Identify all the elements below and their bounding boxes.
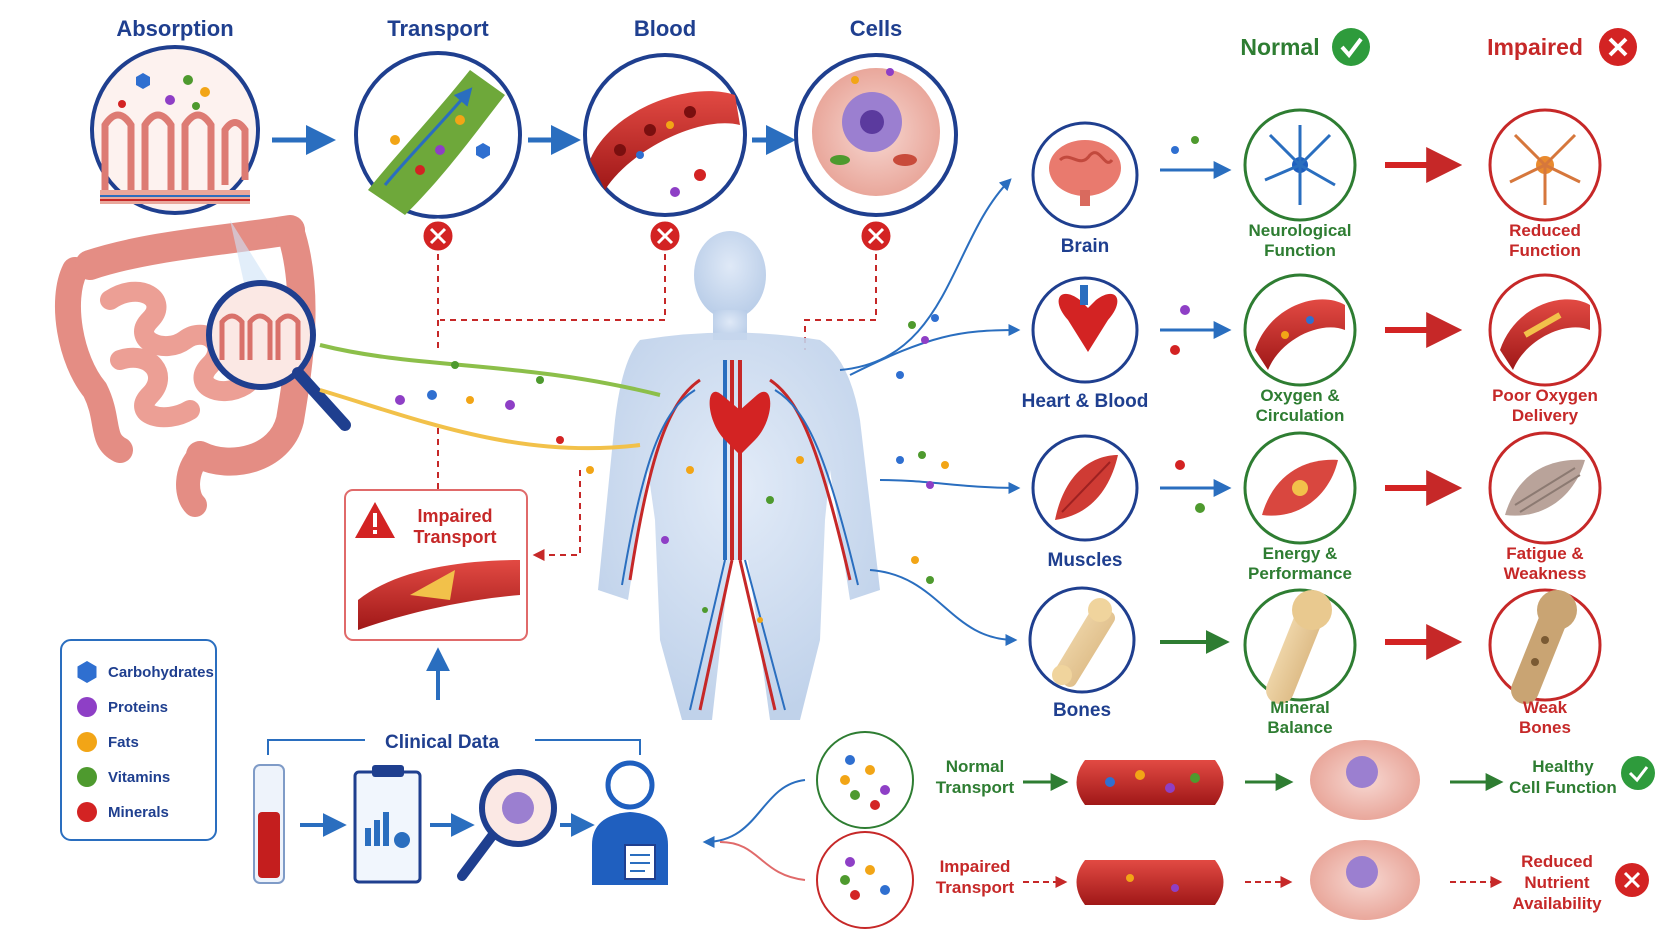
reduced-line3: Availability: [1512, 894, 1602, 913]
clinical-title: Clinical Data: [385, 732, 499, 753]
legend-label: Fats: [108, 734, 139, 751]
legend-item: Minerals: [77, 802, 169, 822]
organ-label: Brain: [1061, 236, 1110, 257]
reduced-line2: Nutrient: [1524, 873, 1590, 892]
check-icon: [1332, 28, 1370, 66]
healthy-line1: Healthy: [1532, 757, 1594, 776]
legend-item: Fats: [77, 732, 139, 752]
normal-outcome-line1: Mineral: [1270, 698, 1330, 717]
impaired-transport-line1: Impaired: [940, 857, 1011, 876]
legend-item: Proteins: [77, 697, 168, 717]
outcome-bracket: [702, 779, 806, 881]
legend-swatch: [77, 732, 97, 752]
stage-absorption: Absorption: [90, 16, 260, 215]
impaired-header: Impaired: [1487, 28, 1637, 66]
impaired-transport-line1: Impaired: [417, 506, 492, 526]
normal-label: Normal: [1240, 34, 1319, 60]
human-body-illustration: [598, 231, 880, 720]
normal-transport-line2: Transport: [936, 778, 1015, 797]
legend-label: Proteins: [108, 699, 168, 716]
normal-header: Normal: [1240, 28, 1370, 66]
normal-transport-row: Normal Transport Healthy Cell Function: [816, 731, 1655, 829]
organ-row-muscles: Muscles Energy & Performance Fatigue & W…: [1031, 431, 1602, 583]
organ-label: Muscles: [1048, 550, 1123, 571]
legend-swatch: [77, 767, 97, 787]
impaired-transport-box: Impaired Transport: [344, 489, 528, 641]
normal-outcome-line2: Circulation: [1256, 406, 1345, 425]
normal-outcome-line2: Performance: [1248, 564, 1352, 583]
legend-swatch: [77, 661, 97, 683]
organ-row-heart: Heart & Blood Oxygen & Circulation Poor …: [1022, 273, 1602, 425]
legend-swatch: [77, 697, 97, 717]
impaired-transport-line2: Transport: [936, 878, 1015, 897]
stage-transport: Transport: [354, 16, 522, 254]
impaired-outcome-line2: Weakness: [1504, 564, 1587, 583]
heart-icon: [709, 391, 771, 455]
normal-outcome-line1: Energy &: [1263, 544, 1338, 563]
normal-outcome-line2: Function: [1264, 241, 1336, 260]
reduced-line1: Reduced: [1521, 852, 1593, 871]
impaired-outcome-line1: Weak: [1523, 698, 1568, 717]
nutrient-streams: [319, 343, 661, 474]
normal-outcome-line2: Balance: [1267, 718, 1332, 737]
legend: CarbohydratesProteinsFatsVitaminsMineral…: [60, 639, 217, 841]
check-icon: [1621, 756, 1655, 790]
organ-row-arrows: [1160, 136, 1463, 660]
impaired-outcome-line2: Delivery: [1512, 406, 1579, 425]
normal-outcome-line1: Neurological: [1249, 221, 1352, 240]
impaired-label: Impaired: [1487, 34, 1583, 60]
organ-label: Bones: [1053, 700, 1111, 721]
organ-label: Heart & Blood: [1022, 391, 1149, 412]
stage-blood-label: Blood: [634, 16, 696, 41]
legend-item: Carbohydrates: [77, 661, 214, 683]
impaired-outcome-line2: Bones: [1519, 718, 1571, 737]
legend-label: Carbohydrates: [108, 664, 214, 681]
legend-item: Vitamins: [77, 767, 170, 787]
error-connectors: [437, 254, 877, 561]
impaired-outcome-line1: Reduced: [1509, 221, 1581, 240]
stage-cells-label: Cells: [850, 16, 903, 41]
heart-icon: [1058, 293, 1118, 352]
organ-streams: [839, 178, 1021, 646]
magnifier-icon: [206, 280, 351, 431]
impaired-outcome-line1: Fatigue &: [1506, 544, 1583, 563]
impaired-transport-row: Impaired Transport Reduced Nutrient Avai…: [816, 831, 1649, 929]
stage-cells: Cells: [794, 16, 958, 254]
legend-swatch: [77, 802, 97, 822]
legend-label: Vitamins: [108, 769, 170, 786]
clinical-data: Clinical Data: [253, 728, 668, 885]
legend-label: Minerals: [108, 804, 169, 821]
normal-transport-line1: Normal: [946, 757, 1005, 776]
healthy-line2: Cell Function: [1509, 778, 1617, 797]
impaired-outcome-line2: Function: [1509, 241, 1581, 260]
stage-transport-label: Transport: [387, 16, 489, 41]
organ-row-brain: Brain Neurological Function Reduced Func…: [1031, 108, 1602, 260]
stage-blood: Blood: [583, 16, 747, 254]
stage-absorption-label: Absorption: [116, 16, 233, 41]
impaired-transport-line2: Transport: [413, 527, 496, 547]
doctor-icon: [592, 760, 668, 885]
impaired-outcome-line1: Poor Oxygen: [1492, 386, 1598, 405]
normal-outcome-line1: Oxygen &: [1260, 386, 1339, 405]
organ-row-bones: Bones Mineral Balance Weak Bones: [1028, 586, 1602, 737]
